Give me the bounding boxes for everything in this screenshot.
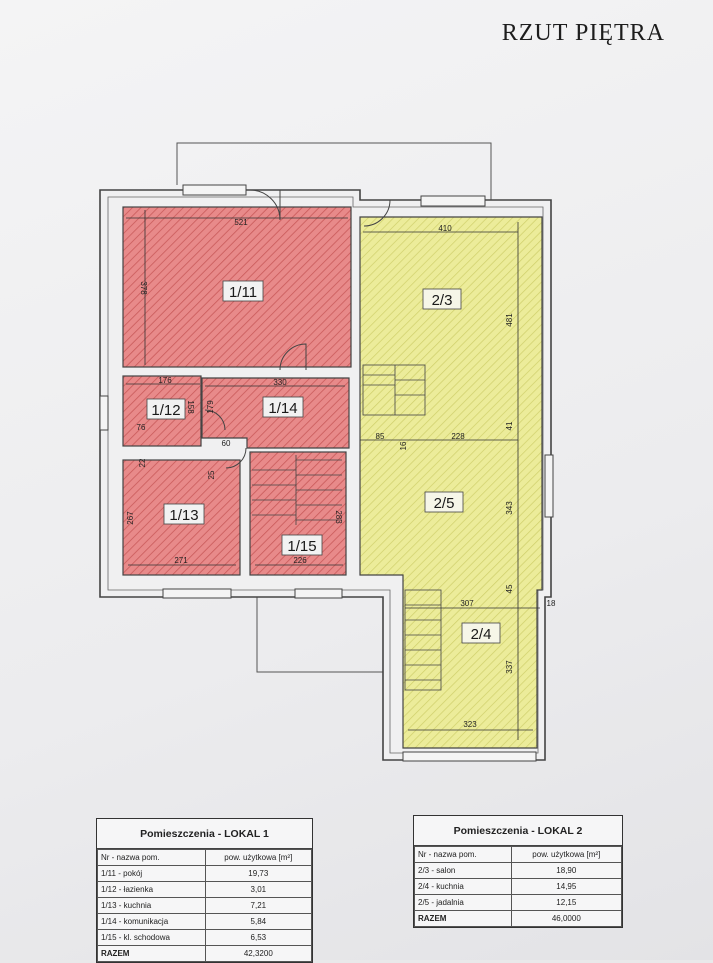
room-name: 1/13 - kuchnia <box>97 897 206 914</box>
dim-158: 158 <box>186 400 195 414</box>
dim-267: 267 <box>126 511 135 525</box>
table-row: 1/11 - pokój 19,73 <box>97 865 313 882</box>
dim-226: 226 <box>293 556 307 565</box>
room-label-1-12: 1/12 <box>151 402 180 419</box>
room-area: 6,53 <box>204 929 313 946</box>
room-name: 1/15 - kl. schodowa <box>97 929 206 946</box>
col-name-header: Nr - nazwa pom. <box>414 846 512 863</box>
table-row: Nr - nazwa pom. pow. użytkowa [m²] <box>414 846 623 863</box>
room-1-15-area <box>249 451 347 576</box>
upper-balcony-outline <box>176 142 492 200</box>
col-name-header: Nr - nazwa pom. <box>97 849 206 866</box>
col-area-header: pow. użytkowa [m²] <box>510 846 623 863</box>
lower-annex-outline <box>256 597 383 673</box>
room-name: 1/14 - komunikacja <box>97 913 206 930</box>
room-area: 19,73 <box>204 865 313 882</box>
dimension-lines <box>126 210 540 740</box>
floor-plan: 1/11 1/12 1/14 1/13 1/15 2/3 2/5 2/4 521… <box>99 142 556 762</box>
room-label-1-11: 1/11 <box>229 284 257 301</box>
dim-45: 45 <box>505 584 514 593</box>
total-label: RAZEM <box>97 945 206 962</box>
dimension-numbers: 521 378 176 330 158 179 76 60 25 22 267 … <box>126 218 556 729</box>
room-name: 2/4 - kuchnia <box>414 878 512 895</box>
table-row: 1/15 - kl. schodowa 6,53 <box>97 929 313 946</box>
col-area-header: pow. użytkowa [m²] <box>204 849 313 866</box>
stairs <box>252 364 442 691</box>
total-value: 42,3200 <box>204 945 313 962</box>
dim-283: 283 <box>334 510 343 524</box>
room-area: 12,15 <box>510 894 623 911</box>
table-row: Nr - nazwa pom. pow. użytkowa [m²] <box>97 849 313 866</box>
room-name: 2/5 - jadalnia <box>414 894 512 911</box>
dim-60: 60 <box>222 439 231 448</box>
dim-228: 228 <box>451 432 465 441</box>
lokal-2-area <box>359 216 543 749</box>
table-row: 1/14 - komunikacja 5,84 <box>97 913 313 930</box>
room-labels: 1/11 1/12 1/14 1/13 1/15 2/3 2/5 2/4 <box>146 280 501 644</box>
room-area: 5,84 <box>204 913 313 930</box>
windows <box>99 184 554 762</box>
room-label-1-13: 1/13 <box>169 507 198 524</box>
dim-337: 337 <box>505 660 514 674</box>
room-area: 18,90 <box>510 862 623 879</box>
table-row: 1/12 - łazienka 3,01 <box>97 881 313 898</box>
door-swings <box>204 189 391 469</box>
table-lokal-2-header: Pomieszczenia - LOKAL 2 <box>414 816 622 846</box>
dim-22: 22 <box>138 458 147 467</box>
room-label-1-15: 1/15 <box>287 538 316 555</box>
dim-410: 410 <box>438 224 452 233</box>
dim-18: 18 <box>547 599 556 608</box>
room-area: 14,95 <box>510 878 623 895</box>
dim-41: 41 <box>505 421 514 430</box>
room-name: 2/3 - salon <box>414 862 512 879</box>
room-label-2-3: 2/3 <box>432 292 453 309</box>
dim-25: 25 <box>207 470 216 479</box>
table-total-row: RAZEM 46,0000 <box>414 910 623 927</box>
table-lokal-2: Pomieszczenia - LOKAL 2 Nr - nazwa pom. … <box>413 815 623 928</box>
dim-330: 330 <box>273 378 287 387</box>
dim-378: 378 <box>139 281 148 295</box>
dim-176: 176 <box>158 376 172 385</box>
table-lokal-1: Pomieszczenia - LOKAL 1 Nr - nazwa pom. … <box>96 818 313 963</box>
total-label: RAZEM <box>414 910 512 927</box>
room-label-2-5: 2/5 <box>434 495 455 512</box>
table-row: 2/3 - salon 18,90 <box>414 862 623 879</box>
table-total-row: RAZEM 42,3200 <box>97 945 313 962</box>
room-label-1-14: 1/14 <box>268 400 297 417</box>
room-area: 3,01 <box>204 881 313 898</box>
room-name: 1/12 - łazienka <box>97 881 206 898</box>
dim-323: 323 <box>463 720 477 729</box>
total-value: 46,0000 <box>510 910 623 927</box>
room-name: 1/11 - pokój <box>97 865 206 882</box>
dim-307: 307 <box>460 599 474 608</box>
table-row: 2/4 - kuchnia 14,95 <box>414 878 623 895</box>
dim-76: 76 <box>137 423 146 432</box>
page-title: RZUT PIĘTRA <box>501 20 665 46</box>
room-label-2-4: 2/4 <box>471 626 492 643</box>
dim-343: 343 <box>505 501 514 515</box>
dim-481: 481 <box>505 313 514 327</box>
table-row: 1/13 - kuchnia 7,21 <box>97 897 313 914</box>
dim-271: 271 <box>174 556 188 565</box>
room-area: 7,21 <box>204 897 313 914</box>
dim-521: 521 <box>234 218 248 227</box>
dim-179: 179 <box>206 400 215 414</box>
table-row: 2/5 - jadalnia 12,15 <box>414 894 623 911</box>
dim-16: 16 <box>399 441 408 450</box>
dim-85: 85 <box>376 432 385 441</box>
table-lokal-1-header: Pomieszczenia - LOKAL 1 <box>97 819 312 849</box>
